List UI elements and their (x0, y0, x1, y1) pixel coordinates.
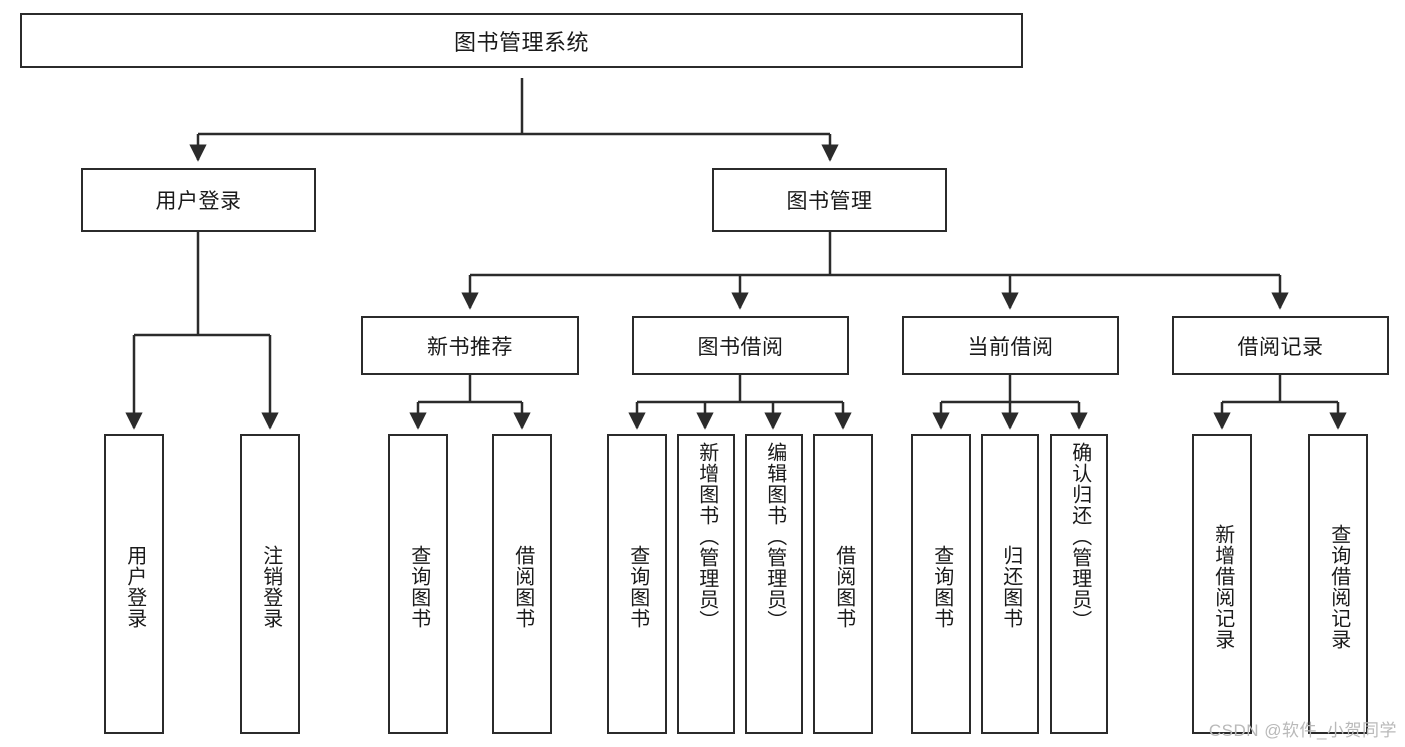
node-label: 查询图书 (407, 545, 430, 629)
node-label: 当前借阅 (967, 335, 1054, 359)
node-label: 图书管理系统 (453, 29, 589, 55)
node-leaf-borrow-book-2[interactable]: 借阅图书 (813, 434, 873, 734)
watermark: CSDN @软件_小贺同学 (1208, 721, 1397, 740)
node-leaf-logout-login[interactable]: 注销登录 (240, 434, 300, 734)
node-label: 新增图书（管理员） (695, 442, 718, 631)
node-leaf-user-login[interactable]: 用户登录 (104, 434, 164, 734)
node-leaf-confirm-return[interactable]: 确认归还（管理员） (1050, 434, 1108, 734)
node-label: 用户登录 (123, 545, 146, 629)
node-label: 图书管理 (786, 190, 873, 213)
node-leaf-query-book-1[interactable]: 查询图书 (388, 434, 448, 734)
node-label: 新增借阅记录 (1211, 524, 1234, 650)
node-label: 查询图书 (930, 545, 953, 629)
node-book-borrow[interactable]: 图书借阅 (632, 316, 849, 375)
node-label: 查询图书 (626, 545, 649, 629)
node-label: 归还图书 (999, 545, 1022, 629)
node-label: 查询借阅记录 (1327, 524, 1350, 650)
node-label: 确认归还（管理员） (1068, 442, 1091, 631)
node-leaf-add-book[interactable]: 新增图书（管理员） (677, 434, 735, 734)
node-leaf-borrow-book-1[interactable]: 借阅图书 (492, 434, 552, 734)
node-leaf-query-book-2[interactable]: 查询图书 (607, 434, 667, 734)
node-label: 借阅图书 (511, 545, 534, 629)
node-book-management[interactable]: 图书管理 (712, 168, 947, 232)
node-leaf-add-record[interactable]: 新增借阅记录 (1192, 434, 1252, 734)
node-current-borrow[interactable]: 当前借阅 (902, 316, 1119, 375)
node-label: 图书借阅 (697, 335, 784, 359)
node-leaf-query-record[interactable]: 查询借阅记录 (1308, 434, 1368, 734)
node-label: 借阅记录 (1237, 335, 1324, 359)
node-label: 注销登录 (259, 545, 282, 629)
node-leaf-return-book[interactable]: 归还图书 (981, 434, 1039, 734)
node-borrow-record[interactable]: 借阅记录 (1172, 316, 1389, 375)
node-root-book-management-system[interactable]: 图书管理系统 (20, 13, 1023, 68)
node-new-book-recommend[interactable]: 新书推荐 (361, 316, 579, 375)
node-label: 用户登录 (155, 190, 242, 213)
node-user-login[interactable]: 用户登录 (81, 168, 316, 232)
node-leaf-query-book-3[interactable]: 查询图书 (911, 434, 971, 734)
node-label: 编辑图书（管理员） (763, 442, 786, 631)
node-label: 借阅图书 (832, 545, 855, 629)
node-label: 新书推荐 (427, 335, 513, 359)
node-leaf-edit-book[interactable]: 编辑图书（管理员） (745, 434, 803, 734)
